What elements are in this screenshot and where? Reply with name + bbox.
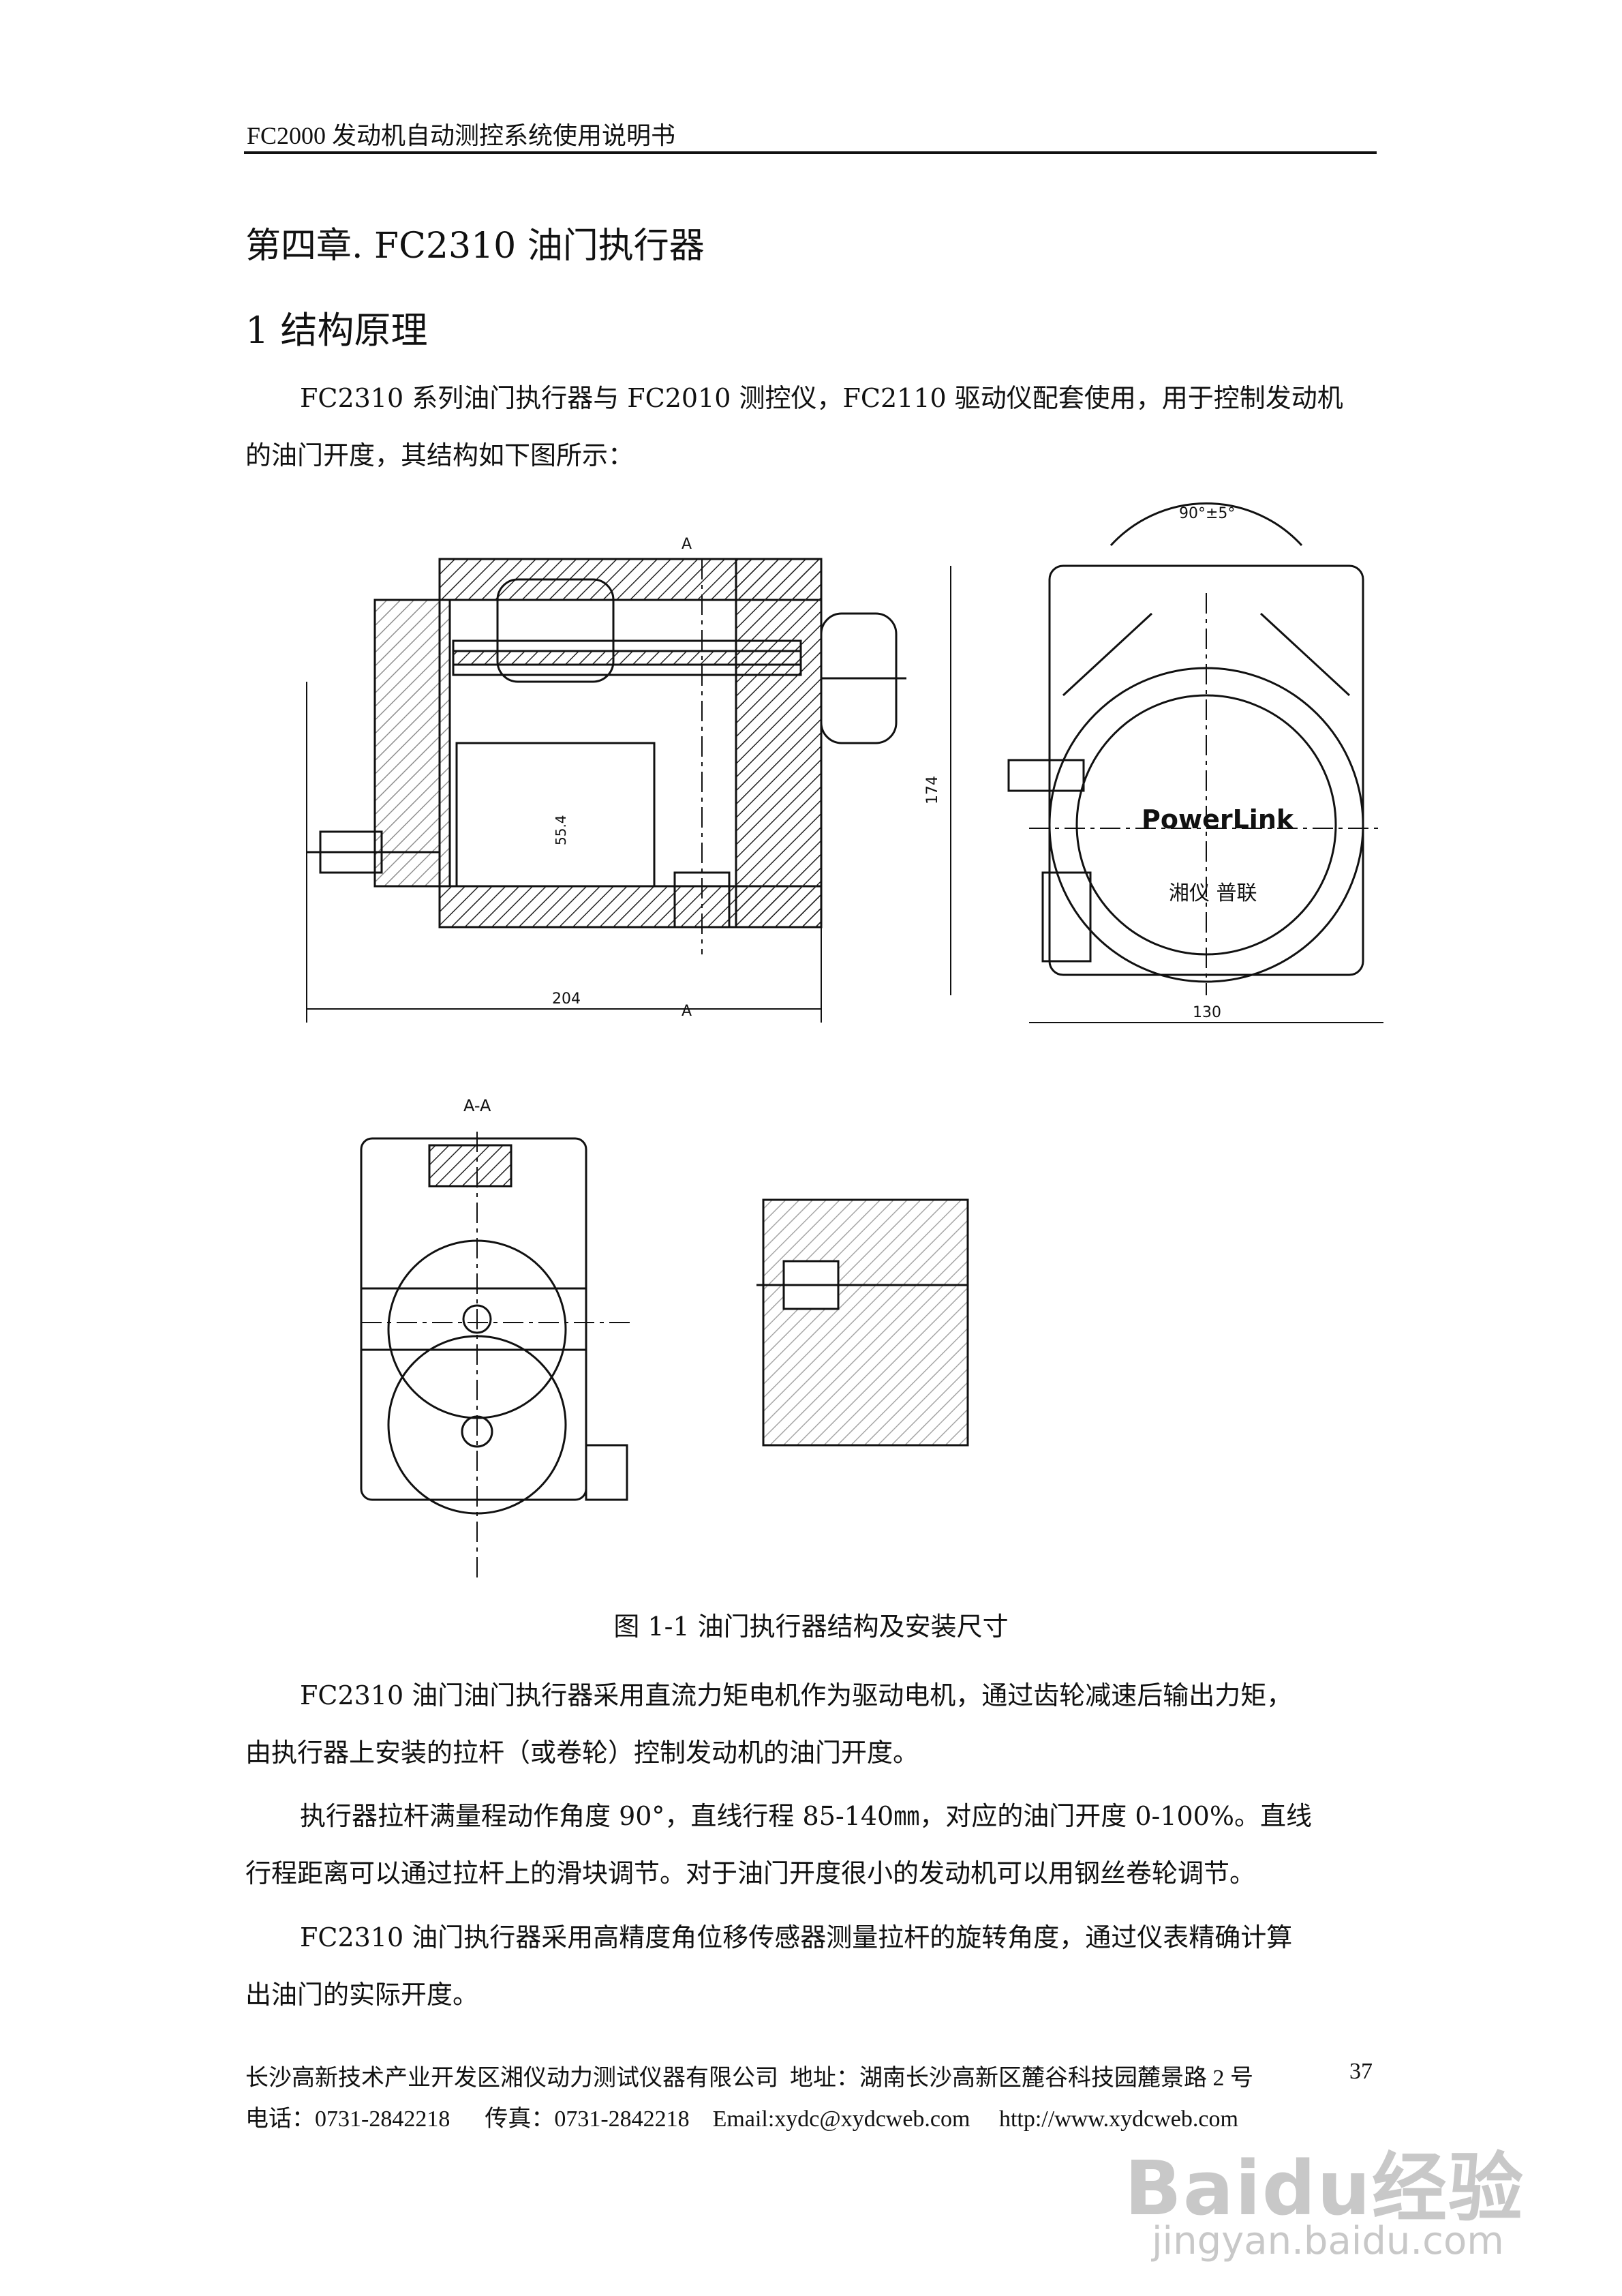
actuator-drawing: 204 A A 55.4 174 90°±5° PowerLink 湘仪 普联 …	[306, 502, 1383, 1582]
p2-line-1: 执行器拉杆满量程动作角度 90°，直线行程 85-140㎜，对应的油门开度 0-…	[300, 1801, 1312, 1831]
front-view: 174 90°±5° PowerLink 湘仪 普联 130	[924, 502, 1383, 1023]
dim-204: 204	[552, 991, 581, 1008]
p3-line-1: FC2310 油门执行器采用高精度角位移传感器测量拉杆的旋转角度，通过仪表精确计…	[300, 1922, 1293, 1952]
dim-130: 130	[1193, 1004, 1221, 1021]
figure-caption: 图 1-1 油门执行器结构及安装尺寸	[613, 1612, 1009, 1642]
header-rule	[244, 151, 1377, 154]
intro-line-1: FC2310 系列油门执行器与 FC2010 测控仪，FC2110 驱动仪配套使…	[300, 383, 1343, 413]
document-header: FC2000 发动机自动测控系统使用说明书	[247, 122, 676, 149]
watermark-logo: Baidu经验	[1124, 2145, 1525, 2232]
dim-angle: 90°±5°	[1179, 505, 1235, 522]
p3-line-2: 出油门的实际开度。	[245, 1980, 479, 2010]
watermark-url: jingyan.baidu.com	[1152, 2219, 1504, 2263]
brand-logo-text: PowerLink	[1142, 804, 1294, 834]
p2-line-2: 行程距离可以通过拉杆上的滑块调节。对于油门开度很小的发动机可以用钢丝卷轮调节。	[245, 1858, 1256, 1888]
intro-line-2: 的油门开度，其结构如下图所示：	[245, 440, 634, 470]
section-aa-label: A-A	[463, 1096, 491, 1115]
section-title: 1 结构原理	[245, 309, 428, 352]
footer-address: 长沙高新技术产业开发区湘仪动力测试仪器有限公司 地址：湖南长沙高新区麓谷科技园麓…	[245, 2066, 1253, 2091]
chapter-title: 第四章. FC2310 油门执行器	[245, 226, 705, 267]
side-section-view: 204 A A 55.4	[306, 536, 906, 1023]
svg-text:55.4: 55.4	[553, 815, 569, 845]
detail-view	[756, 1198, 969, 1447]
page-number: 37	[1349, 2059, 1373, 2084]
svg-text:A: A	[682, 536, 692, 553]
dim-174: 174	[924, 776, 941, 804]
p1-line-1: FC2310 油门油门执行器采用直流力矩电机作为驱动电机，通过齿轮减速后输出力矩…	[300, 1680, 1293, 1710]
section-aa-view: A-A	[360, 1096, 634, 1582]
svg-text:A: A	[682, 1003, 692, 1020]
p1-line-2: 由执行器上安装的拉杆（或卷轮）控制发动机的油门开度。	[245, 1738, 919, 1768]
brand-sub-text: 湘仪 普联	[1169, 881, 1257, 905]
footer-contact: 电话：0731-2842218 传真：0731-2842218 Email:xy…	[245, 2106, 1238, 2132]
